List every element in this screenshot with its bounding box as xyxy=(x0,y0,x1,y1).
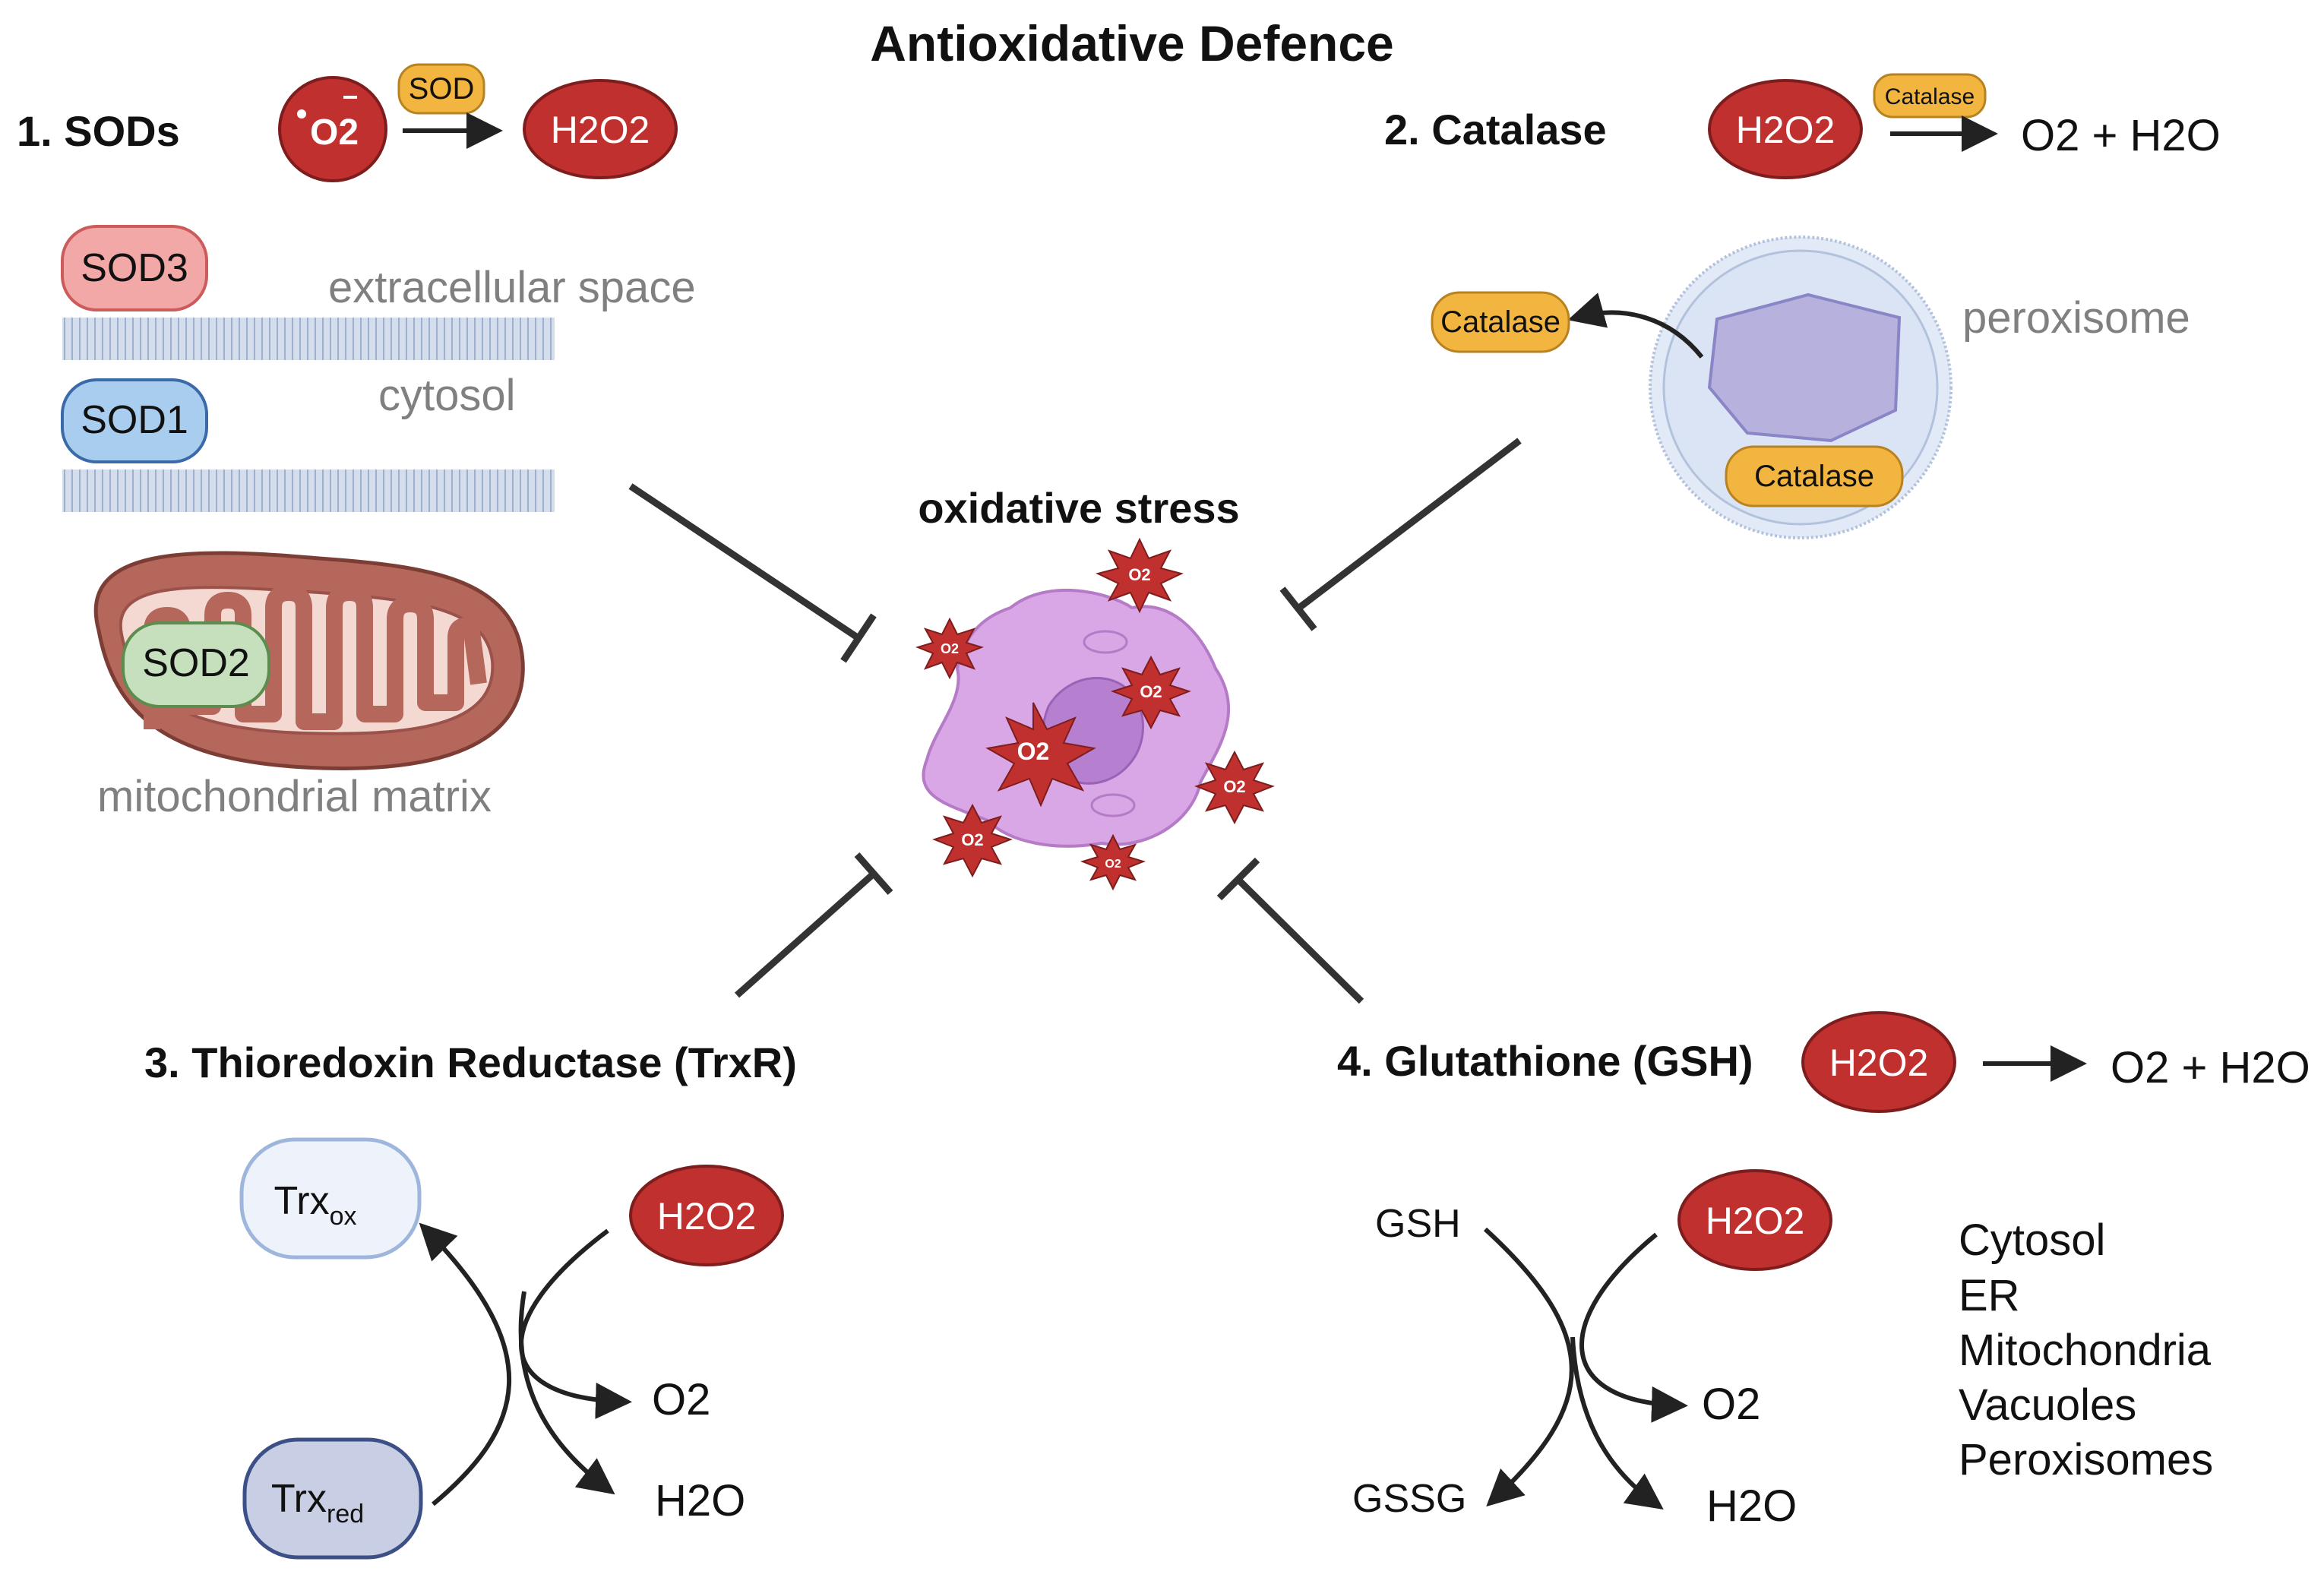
svg-text:O2: O2 xyxy=(1017,738,1050,765)
ros-burst-top: O2 xyxy=(1096,537,1184,614)
inhibit-trxr xyxy=(735,852,893,998)
catalase-pill-outer: Catalase xyxy=(1431,291,1570,353)
location-cytosol: Cytosol xyxy=(1959,1216,2105,1265)
sods-heading: 1. SODs xyxy=(17,107,180,155)
svg-text:Trxox: Trxox xyxy=(274,1179,356,1231)
catalase-enzyme-pill: Catalase xyxy=(1873,73,1987,119)
gsh-product: O2 + H2O xyxy=(2111,1043,2310,1092)
ros-burst-right: O2 xyxy=(1111,655,1191,730)
gsh-cycle-h2o2: H2O2 xyxy=(1677,1169,1832,1271)
svg-text:H2O2: H2O2 xyxy=(1829,1042,1929,1084)
superoxide-molecule: O2 xyxy=(278,76,387,182)
extracellular-space-label: extracellular space xyxy=(328,263,696,312)
stressed-cell xyxy=(922,588,1231,848)
ros-burst-bottom-left: O2 xyxy=(932,803,1013,878)
gsh-h2o-product: H2O xyxy=(1706,1481,1797,1531)
gsh-h2o2-substrate: H2O2 xyxy=(1801,1011,1956,1113)
svg-text:O2: O2 xyxy=(1140,682,1162,701)
trx-ox-pill: Trxox xyxy=(239,1137,422,1260)
trxr-red-to-ox-arrow xyxy=(419,1222,512,1506)
catalase-export-arrow xyxy=(1567,292,1704,359)
gsh-locations-list: Cytosol ER Mitochondria Vacuoles Peroxis… xyxy=(1959,1216,2213,1484)
oxidative-stress-label: oxidative stress xyxy=(918,484,1239,532)
sod-enzyme-pill: SOD xyxy=(397,63,485,115)
sod1-pill: SOD1 xyxy=(61,378,208,463)
trxr-h2o2-to-h2o-arrow xyxy=(518,1291,615,1495)
sod3-pill: SOD3 xyxy=(61,225,208,311)
trxr-h2o2-substrate: H2O2 xyxy=(629,1165,784,1266)
svg-text:SOD: SOD xyxy=(409,72,475,106)
gsh-to-gssg-arrow xyxy=(1483,1227,1574,1507)
svg-text:O2: O2 xyxy=(961,830,983,849)
trxr-heading: 3. Thioredoxin Reductase (TrxR) xyxy=(144,1039,797,1086)
svg-text:SOD1: SOD1 xyxy=(81,398,188,442)
inhibit-gsh xyxy=(1216,857,1364,1004)
svg-text:O2: O2 xyxy=(1128,565,1150,584)
trxr-h2o-product: H2O xyxy=(655,1476,745,1525)
svg-text:Catalase: Catalase xyxy=(1885,84,1975,109)
gsh-label: GSH xyxy=(1375,1202,1461,1246)
gssg-label: GSSG xyxy=(1352,1477,1466,1521)
svg-text:H2O2: H2O2 xyxy=(1736,109,1835,151)
ros-burst-far-right: O2 xyxy=(1194,750,1275,825)
gsh-h2o2-to-h2o-arrow xyxy=(1570,1336,1664,1510)
peroxisome-label: peroxisome xyxy=(1962,293,2190,343)
location-peroxisomes: Peroxisomes xyxy=(1959,1435,2213,1484)
inhibit-catalase xyxy=(1279,438,1522,631)
location-er: ER xyxy=(1959,1271,2020,1320)
sod2-pill: SOD2 xyxy=(122,621,270,708)
page-title: Antioxidative Defence xyxy=(870,15,1394,71)
trxr-h2o2-to-o2-arrow xyxy=(519,1228,632,1419)
membrane-upper xyxy=(62,318,555,360)
svg-text:SOD3: SOD3 xyxy=(81,246,188,290)
gsh-h2o2-to-o2-arrow xyxy=(1579,1232,1688,1423)
mitochondrial-matrix-label: mitochondrial matrix xyxy=(97,772,492,821)
svg-text:O2: O2 xyxy=(1105,858,1121,871)
ros-burst-large: O2 xyxy=(985,702,1096,808)
svg-text:O2: O2 xyxy=(1223,777,1245,796)
svg-text:O2: O2 xyxy=(941,641,959,656)
svg-text:Trxred: Trxred xyxy=(271,1477,364,1529)
gsh-heading: 4. Glutathione (GSH) xyxy=(1337,1037,1753,1085)
sod-h2o2-product: H2O2 xyxy=(523,79,678,179)
catalase-product: O2 + H2O xyxy=(2021,111,2221,160)
location-vacuoles: Vacuoles xyxy=(1959,1380,2136,1430)
gsh-o2-product: O2 xyxy=(1702,1380,1760,1429)
svg-text:SOD2: SOD2 xyxy=(142,641,250,685)
location-mitochondria: Mitochondria xyxy=(1959,1326,2212,1375)
svg-text:H2O2: H2O2 xyxy=(657,1195,757,1238)
cytosol-label: cytosol xyxy=(378,371,516,420)
ros-burst-left: O2 xyxy=(915,617,985,680)
catalase-h2o2-substrate: H2O2 xyxy=(1708,79,1863,179)
trx-red-pill: Trxred xyxy=(242,1437,423,1560)
svg-text:H2O2: H2O2 xyxy=(1706,1200,1805,1242)
svg-text:H2O2: H2O2 xyxy=(551,109,650,151)
trxr-o2-product: O2 xyxy=(652,1375,710,1424)
catalase-heading: 2. Catalase xyxy=(1384,106,1607,153)
svg-text:Catalase: Catalase xyxy=(1754,460,1874,493)
superoxide-label: O2 xyxy=(310,112,359,153)
svg-text:Catalase: Catalase xyxy=(1440,305,1560,339)
ros-burst-bottom: O2 xyxy=(1080,833,1146,891)
inhibit-sods xyxy=(628,483,877,663)
membrane-lower xyxy=(62,469,555,512)
catalase-pill-inner: Catalase xyxy=(1725,445,1904,507)
